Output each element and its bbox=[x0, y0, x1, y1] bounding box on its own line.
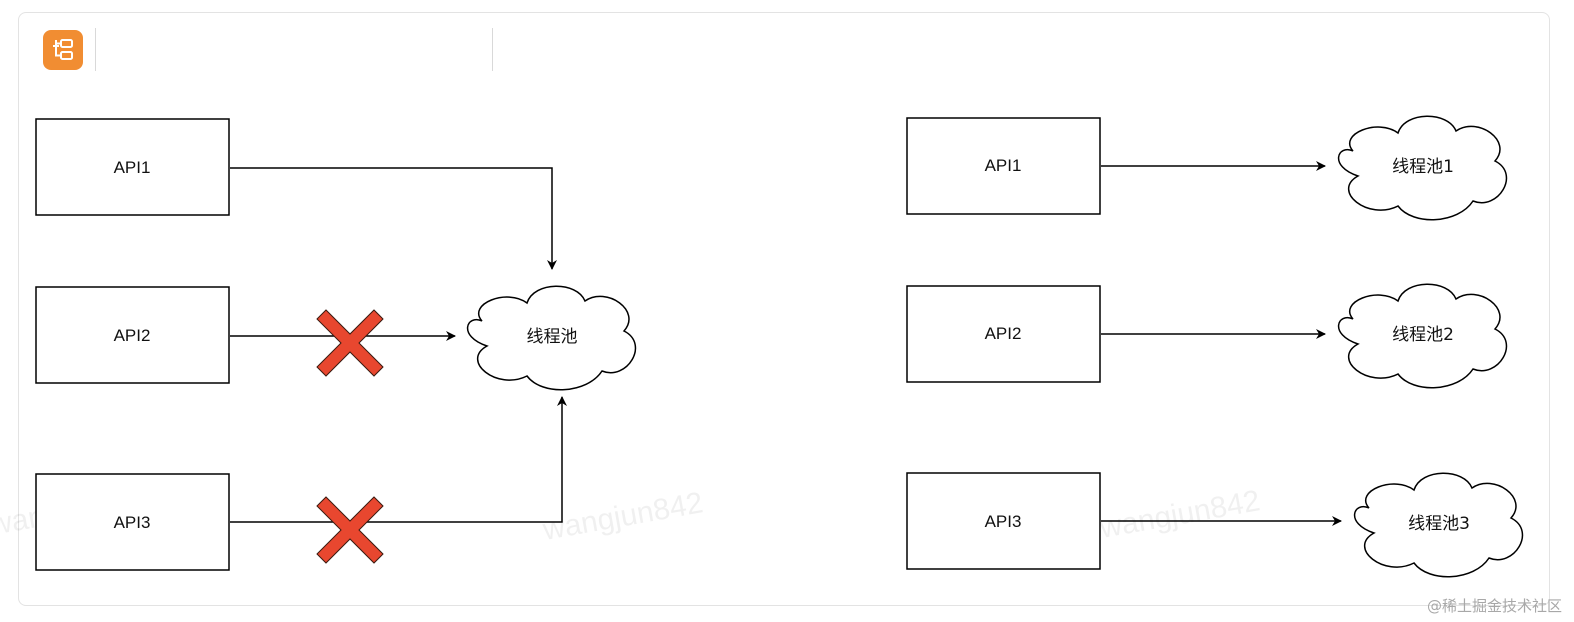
api-box[interactable]: API1 bbox=[35, 118, 230, 216]
api-box-label: API3 bbox=[985, 512, 1022, 531]
diagram-frame bbox=[18, 12, 1550, 606]
thread-pool-label: 线程池2 bbox=[1392, 325, 1454, 345]
toolbar-separator bbox=[95, 28, 96, 71]
source-credit: @稀土掘金技术社区 bbox=[1426, 597, 1562, 615]
right-diagram: API1 API2 API3 线程池1 线程池2 线程池3 bbox=[906, 115, 1524, 578]
api-box[interactable]: API2 bbox=[906, 285, 1101, 383]
api-box[interactable]: API3 bbox=[906, 472, 1101, 570]
thread-pool-cloud[interactable]: 线程池2 bbox=[1337, 283, 1508, 389]
cross-icon bbox=[316, 309, 384, 377]
thread-pool-label: 线程池3 bbox=[1408, 514, 1470, 534]
watermark: wangjun842 bbox=[1097, 484, 1263, 545]
left-diagram: API1 API2 API3 线程池 bbox=[35, 118, 637, 571]
thread-pool-cloud[interactable]: 线程池1 bbox=[1337, 115, 1508, 221]
thread-pool-label: 线程池 bbox=[527, 327, 578, 347]
thread-pool-cloud[interactable]: 线程池3 bbox=[1353, 472, 1524, 578]
thread-pool-cloud[interactable]: 线程池 bbox=[466, 285, 637, 391]
api-box-label: API1 bbox=[985, 156, 1022, 175]
thread-pool-label: 线程池1 bbox=[1392, 157, 1454, 177]
api-box-label: API3 bbox=[114, 513, 151, 532]
api-box-label: API2 bbox=[985, 324, 1022, 343]
api-box[interactable]: API1 bbox=[906, 117, 1101, 215]
toolbar-separator bbox=[492, 28, 493, 71]
edge-api3-to-pool bbox=[230, 396, 567, 523]
api-box[interactable]: API3 bbox=[35, 473, 230, 571]
edge-api1-to-pool bbox=[230, 167, 557, 270]
api-box[interactable]: API2 bbox=[35, 286, 230, 384]
cross-icon bbox=[316, 496, 384, 564]
watermark: wangjun842 bbox=[540, 486, 706, 547]
api-box-label: API2 bbox=[114, 326, 151, 345]
api-box-label: API1 bbox=[114, 158, 151, 177]
diagram-tree-icon[interactable] bbox=[43, 30, 83, 70]
